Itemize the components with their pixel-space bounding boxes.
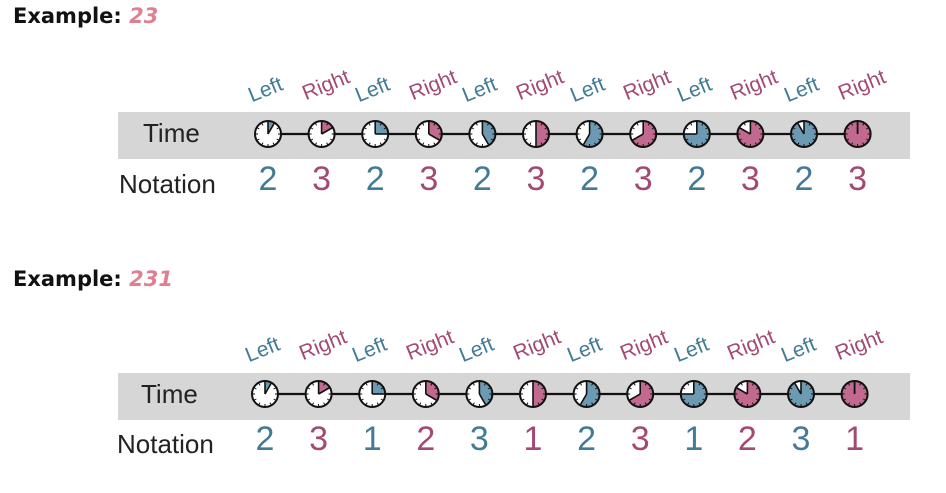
clock-icon: [414, 120, 443, 148]
notation-value: 2: [687, 160, 707, 198]
notation-value: 1: [684, 420, 704, 458]
time-label: Time: [143, 118, 200, 148]
clock-icon: [575, 120, 604, 148]
example-heading-label: Example:: [13, 4, 122, 28]
notation-value: 3: [630, 420, 650, 458]
notation-value: 3: [469, 420, 489, 458]
clock-icon: [254, 120, 282, 148]
time-label: Time: [141, 379, 198, 409]
notation-value: 1: [523, 420, 543, 458]
clock-icon: [736, 120, 765, 148]
notation-value: 3: [740, 160, 760, 198]
clock-icon: [626, 380, 655, 408]
clock-icon: [843, 120, 872, 148]
clock-icon: [679, 380, 708, 408]
example-code: 231: [129, 267, 173, 291]
notation-value: 3: [312, 160, 332, 198]
notation-value: 2: [258, 160, 278, 198]
notation-label: Notation: [119, 169, 216, 199]
clock-icon: [840, 380, 869, 408]
clock-icon: [307, 120, 336, 148]
notation-value: 3: [848, 160, 868, 198]
notation-value: 1: [362, 420, 382, 458]
clock-timeline: [254, 120, 872, 148]
example-heading: Example: 231: [13, 267, 173, 291]
clock-icon: [468, 120, 497, 148]
notation-value: 3: [526, 160, 546, 198]
clock-icon: [519, 380, 547, 408]
notation-value: 2: [737, 420, 757, 458]
notation-value: 2: [365, 160, 385, 198]
clock-icon: [358, 380, 387, 408]
notation-value: 2: [577, 420, 597, 458]
notation-value: 2: [255, 420, 275, 458]
notation-value: 2: [794, 160, 814, 198]
clock-icon: [522, 120, 550, 148]
clock-icon: [629, 120, 658, 148]
notation-value: 3: [309, 420, 329, 458]
clock-icon: [251, 380, 279, 408]
clock-icon: [465, 380, 494, 408]
clock-icon: [304, 380, 333, 408]
clock-icon: [572, 380, 601, 408]
notation-value: 2: [472, 160, 492, 198]
notation-value: 3: [633, 160, 653, 198]
notation-value: 2: [580, 160, 600, 198]
notation-value: 3: [419, 160, 439, 198]
notation-value: 1: [845, 420, 865, 458]
clock-icon: [361, 120, 390, 148]
example-heading-label: Example:: [13, 267, 122, 291]
clock-icon: [682, 120, 711, 148]
example-code: 23: [129, 4, 159, 28]
notation-value: 2: [416, 420, 436, 458]
example-heading: Example: 23: [13, 4, 158, 28]
time-band: [118, 373, 910, 420]
notation-label: Notation: [117, 429, 214, 459]
clock-icon: [733, 380, 762, 408]
time-band: [118, 112, 910, 159]
clock-icon: [411, 380, 440, 408]
clock-icon: [787, 380, 815, 408]
clock-timeline: [251, 380, 869, 408]
clock-icon: [790, 120, 818, 148]
notation-value: 3: [791, 420, 811, 458]
